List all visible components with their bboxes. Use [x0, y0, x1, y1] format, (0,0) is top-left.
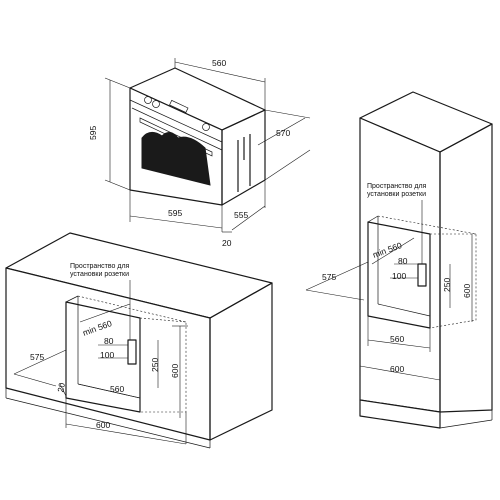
column-dim-100: 100	[392, 271, 406, 281]
dim-20: 20	[55, 382, 67, 393]
column-dim-250: 250	[442, 278, 452, 292]
column-dim-600-height: 600	[462, 284, 472, 298]
socket-label-line1: Пространство для	[70, 263, 130, 270]
column-dim-575: 575	[322, 272, 336, 282]
column-side	[439, 123, 493, 413]
cavity-opening	[65, 301, 141, 413]
dim-575: 575	[30, 352, 44, 362]
socket-label-line2: установки розетки	[70, 271, 129, 278]
dim-oven-front-width: 595	[168, 208, 182, 218]
dim-600-height: 600	[170, 364, 180, 378]
cabinet-column: Пространство для установки розетки min 5…	[305, 91, 493, 429]
column-socket-label-line1: Пространство для	[367, 183, 427, 190]
dim-oven-height: 595	[88, 126, 98, 140]
socket-box	[417, 263, 427, 287]
column-dim-600-width: 600	[390, 364, 404, 374]
dim-250: 250	[150, 358, 160, 372]
dim-oven-depth: 570	[276, 128, 290, 138]
cabinet-side	[209, 282, 273, 441]
knob-icon	[152, 100, 160, 108]
display-icon	[169, 99, 189, 113]
dim-80: 80	[104, 336, 114, 346]
dim-oven-body-depth: 555	[234, 210, 248, 220]
column-dim-560: 560	[390, 334, 404, 344]
socket-box	[127, 339, 137, 365]
knob-icon	[202, 123, 210, 131]
oven-drawing: 560 595 570 595 555 20	[88, 58, 311, 248]
dim-600-width: 600	[96, 420, 110, 430]
dim-560: 560	[110, 384, 124, 394]
dim-100: 100	[100, 350, 114, 360]
oven-window	[141, 132, 211, 186]
cabinet-under-counter: Пространство для установки розетки min 5…	[5, 232, 273, 449]
dim-oven-door: 20	[222, 238, 232, 248]
dim-oven-width: 560	[212, 58, 226, 68]
knob-icon	[144, 96, 152, 104]
column-socket-label-line2: установки розетки	[367, 191, 426, 198]
column-dim-80: 80	[398, 256, 408, 266]
